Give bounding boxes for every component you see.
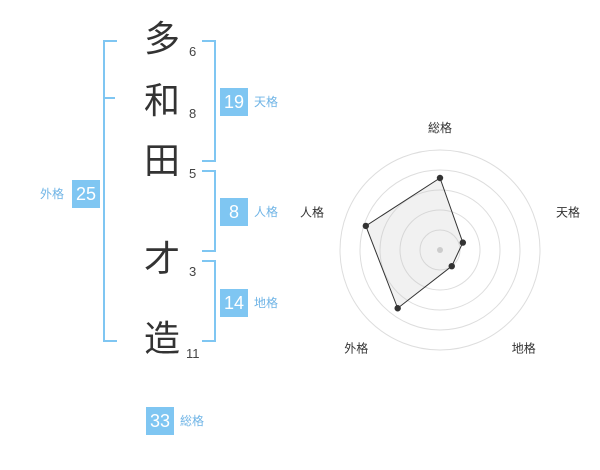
radar-axis-label-4: 外格 <box>344 341 368 356</box>
stroke-count-1: 6 <box>189 44 197 59</box>
gaikaku-bracket-tick <box>103 97 115 99</box>
tenkaku-badge: 19 <box>220 88 248 116</box>
stroke-count-5: 11 <box>186 346 200 361</box>
chikaku-label: 地格 <box>254 296 279 310</box>
tenkaku-bracket <box>202 40 216 162</box>
radar-data-polygon <box>365 177 464 310</box>
radar-axis-label-1: 総格 <box>428 120 452 135</box>
gaikaku-bracket <box>103 40 117 342</box>
radar-point-2 <box>459 239 467 246</box>
radar-point-5 <box>362 222 370 230</box>
radar-axis-label-2: 天格 <box>556 204 580 219</box>
soukaku-label: 総格 <box>180 414 205 428</box>
radar-point-3 <box>448 262 455 270</box>
radar-grid-ring <box>399 209 481 291</box>
tenkaku-label: 天格 <box>254 95 279 109</box>
radar-axis-label-3: 地格 <box>512 341 536 356</box>
stroke-count-2: 8 <box>189 106 197 121</box>
name-char-5: 造 <box>143 319 180 360</box>
gaikaku-label: 外格 <box>40 187 65 201</box>
name-char-4: 才 <box>143 239 180 280</box>
stroke-count-4: 3 <box>189 264 197 279</box>
gaikaku-badge: 25 <box>72 180 100 208</box>
name-char-2: 和 <box>143 81 180 122</box>
soukaku-badge: 33 <box>146 407 174 435</box>
radar-point-4 <box>394 305 401 312</box>
chikaku-badge: 14 <box>220 289 248 317</box>
jinkaku-badge: 8 <box>220 198 248 226</box>
radar-center-dot <box>437 247 443 253</box>
name-char-1: 多 <box>143 19 180 60</box>
name-char-3: 田 <box>143 141 180 182</box>
radar-grid-ring <box>359 169 521 331</box>
radar-axis-label-5: 人格 <box>300 204 324 219</box>
jinkaku-bracket <box>202 170 216 252</box>
stroke-count-3: 5 <box>189 166 197 181</box>
chikaku-bracket <box>202 260 216 342</box>
radar-grid-ring <box>379 189 501 311</box>
radar-point-1 <box>436 174 444 182</box>
radar-grid-ring <box>419 229 461 271</box>
jinkaku-label: 人格 <box>254 205 279 219</box>
